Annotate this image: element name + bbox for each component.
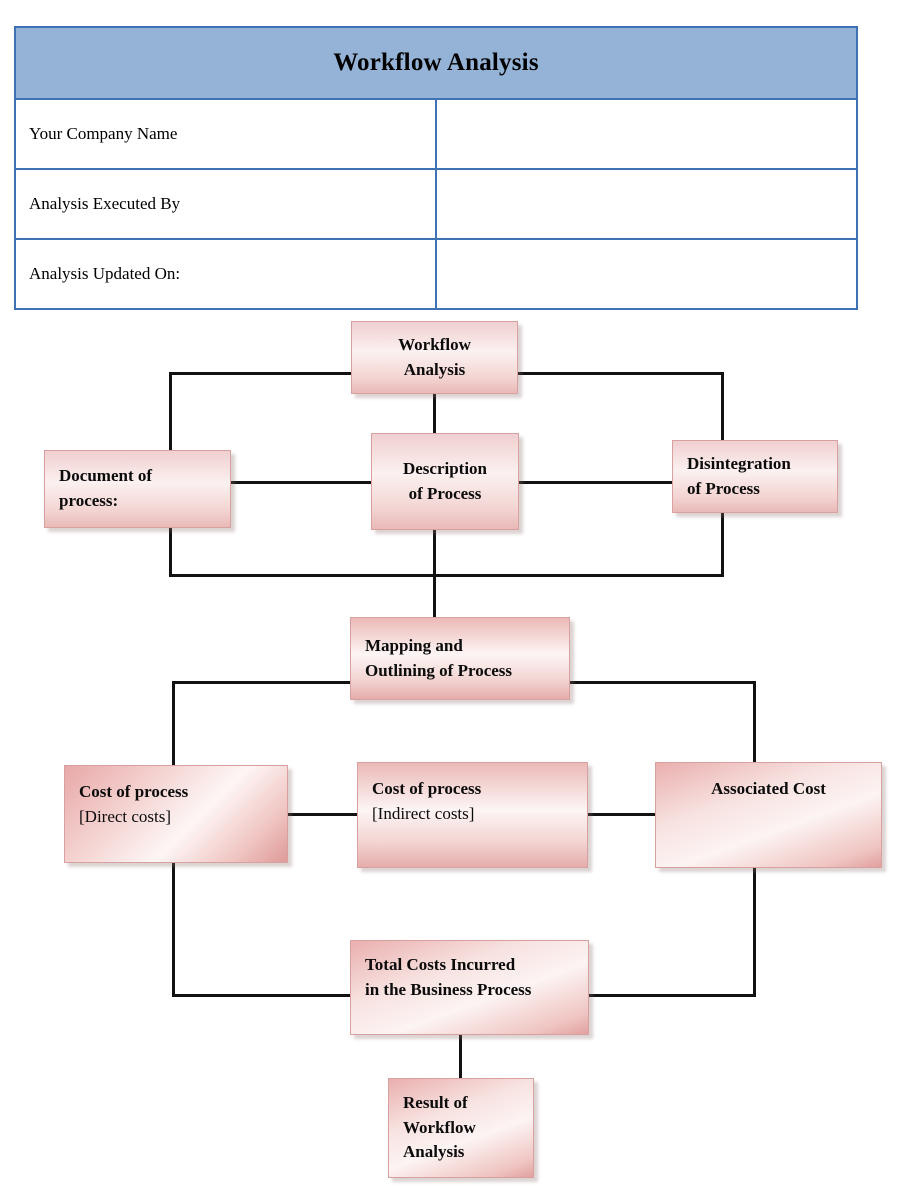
node-line-1: Document of — [59, 466, 153, 486]
table-row: Analysis Executed By — [14, 168, 858, 240]
node-cost-of-process-direct[interactable]: Cost of process [Direct costs] — [64, 765, 288, 863]
node-line-2: Outlining of Process — [365, 660, 513, 680]
node-line-2: process: — [59, 491, 119, 510]
connector-wf-left-h — [169, 372, 353, 375]
node-line-1: Cost of process — [372, 779, 482, 798]
connector-wf-left-v — [169, 372, 172, 482]
connector-wf-right-v — [721, 372, 724, 475]
node-line-1: Mapping and — [365, 635, 463, 655]
connector-direct-down-v — [172, 862, 175, 997]
connector-associated-down-v — [753, 866, 756, 997]
page-title: Workflow Analysis — [14, 26, 858, 100]
node-document-of-process[interactable]: Document of process: — [44, 450, 231, 528]
connector-associated-rail-h — [586, 994, 756, 997]
connector-rail-to-mapping — [433, 574, 436, 619]
node-line-2: [Direct costs] — [79, 806, 172, 826]
connector-wf-to-description — [433, 392, 436, 436]
field-executed-by[interactable] — [435, 168, 858, 240]
connector-doc-down-v — [169, 526, 172, 577]
connector-direct-rail-h — [172, 994, 353, 997]
field-company-name[interactable] — [435, 98, 858, 170]
node-line-2: [Indirect costs] — [372, 803, 475, 823]
node-line-3: Analysis — [403, 1142, 465, 1162]
node-line-1: Associated Cost — [711, 779, 826, 798]
node-workflow-analysis[interactable]: Workflow Analysis — [351, 321, 518, 394]
node-total-costs-incurred[interactable]: Total Costs Incurred in the Business Pro… — [350, 940, 589, 1035]
label-company-name: Your Company Name — [14, 98, 437, 170]
connector-document-to-description — [229, 481, 374, 484]
node-mapping-outlining-of-process[interactable]: Mapping and Outlining of Process — [350, 617, 570, 700]
table-row: Analysis Updated On: — [14, 238, 858, 310]
connector-map-left-v — [172, 681, 175, 770]
label-executed-by: Analysis Executed By — [14, 168, 437, 240]
node-line-1: Result of — [403, 1093, 468, 1112]
table-row: Your Company Name — [14, 98, 858, 170]
connector-disint-down-v — [721, 511, 724, 577]
label-updated-on: Analysis Updated On: — [14, 238, 437, 310]
connector-map-right-v — [753, 681, 756, 766]
node-disintegration-of-process[interactable]: Disintegration of Process — [672, 440, 838, 513]
connector-description-down-v — [433, 528, 436, 576]
node-line-2: Analysis — [403, 359, 466, 379]
node-line-1: Description — [402, 458, 488, 478]
node-description-of-process[interactable]: Description of Process — [371, 433, 519, 530]
node-associated-cost[interactable]: Associated Cost — [655, 762, 882, 868]
node-result-of-workflow-analysis[interactable]: Result of Workflow Analysis — [388, 1078, 534, 1178]
connector-direct-to-indirect — [286, 813, 359, 816]
field-updated-on[interactable] — [435, 238, 858, 310]
node-line-1: Cost of process — [79, 782, 189, 801]
connector-wf-right-h — [516, 372, 724, 375]
node-line-2: of Process — [408, 483, 482, 503]
connector-map-right-h — [568, 681, 756, 684]
connector-map-left-h — [172, 681, 353, 684]
connector-description-to-disintegration — [516, 481, 674, 484]
node-line-2: of Process — [687, 478, 760, 498]
connector-tier1-bottom-rail — [169, 574, 724, 577]
node-line-2: in the Business Process — [365, 979, 532, 999]
node-line-1: Disintegration — [687, 453, 791, 473]
node-cost-of-process-indirect[interactable]: Cost of process [Indirect costs] — [357, 762, 588, 868]
node-line-1: Workflow — [398, 334, 471, 354]
company-info-table: Workflow Analysis Your Company Name Anal… — [14, 26, 858, 310]
connector-total-to-result — [459, 1034, 462, 1080]
connector-indirect-to-associated — [586, 813, 657, 816]
node-line-1: Total Costs Incurred — [365, 955, 516, 974]
table-title-row: Workflow Analysis — [14, 26, 858, 100]
node-line-2: Workflow — [403, 1117, 476, 1137]
